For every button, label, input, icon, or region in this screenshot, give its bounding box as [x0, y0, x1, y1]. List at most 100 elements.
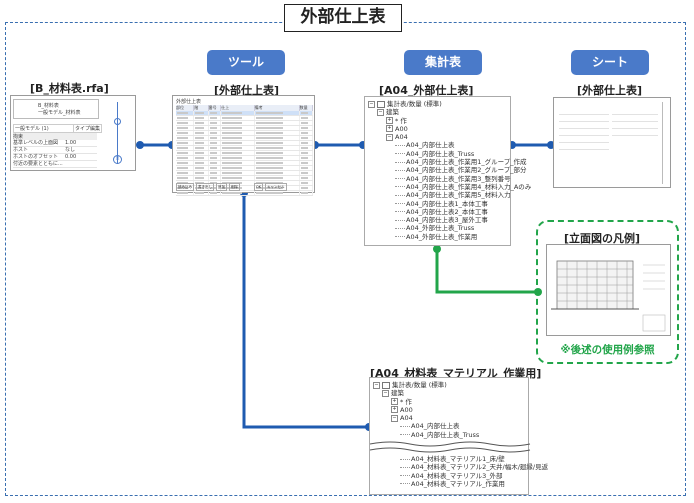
property-name: 基準レベルの上面図: [13, 140, 59, 146]
tree-item[interactable]: −A04: [373, 414, 528, 422]
tree-item[interactable]: A04_内部仕上表_作業用1_グループ_作成: [368, 158, 526, 166]
tree-connector: [395, 178, 405, 180]
property-value[interactable]: 0.00: [65, 154, 77, 160]
tree-item[interactable]: +A00: [368, 125, 510, 133]
sheet-table-left: [559, 108, 609, 168]
expand-icon[interactable]: +: [386, 125, 393, 133]
tree-item-label: A04: [395, 133, 408, 142]
tool-button[interactable]: 削除: [229, 183, 240, 191]
tool-button[interactable]: 読み込み: [176, 183, 194, 191]
tree-connector: [395, 236, 405, 238]
node-dot: [433, 245, 441, 253]
column-header[interactable]: 備考: [255, 105, 300, 111]
property-row[interactable]: 付近の要素とともに...: [13, 161, 97, 168]
type-selector[interactable]: B_材料表 一般モデル_材料表: [13, 99, 99, 119]
tree-root[interactable]: −集計表/数量 (標準): [373, 381, 528, 389]
tree-item[interactable]: A04_材料表_マテリアル_作業用: [373, 480, 528, 488]
column-header[interactable]: 番号: [209, 105, 222, 111]
column-header[interactable]: 数量: [300, 105, 314, 111]
tree-item[interactable]: A04_内部仕上表: [368, 141, 510, 149]
tree-item[interactable]: +A00: [373, 406, 528, 414]
collapse-icon[interactable]: −: [377, 108, 384, 116]
collapse-icon[interactable]: −: [373, 381, 380, 389]
tool-button[interactable]: 書き出し: [196, 183, 214, 191]
tree-item[interactable]: −建築: [368, 108, 510, 116]
collapse-icon[interactable]: −: [391, 414, 398, 422]
table-row[interactable]: [176, 141, 314, 146]
tree-item[interactable]: A04_材料表_マテリアル3_外部: [373, 472, 528, 480]
tree-item-label: A04_内部仕上表_Truss: [406, 149, 475, 158]
tool-button[interactable]: キャンセル: [265, 183, 287, 191]
tree-connector: [400, 434, 410, 436]
tree-item-label: A04_内部仕上表2_本体工事: [406, 207, 488, 216]
label-material: [A04_材料表_マテリアル_作業用]: [370, 367, 542, 380]
property-value[interactable]: 1.00: [65, 140, 77, 146]
tree-item[interactable]: A04_内部仕上表: [373, 422, 528, 430]
tree-item[interactable]: A04_内部仕上表_作業用5_材料入力: [368, 191, 511, 199]
tree-item[interactable]: A04_内部仕上表_Truss: [373, 431, 528, 439]
tree-item[interactable]: A04_内部仕上表2_本体工事: [368, 208, 510, 216]
table-row[interactable]: [176, 131, 314, 136]
tool-table-header: 部位階番号仕上備考数量: [176, 105, 314, 111]
tree-item[interactable]: A04_内部仕上表1_本体工事: [368, 200, 510, 208]
tree-item-label: 建築: [386, 108, 399, 117]
instance-dropdown[interactable]: 一般モデル (1): [13, 124, 74, 133]
table-row[interactable]: [176, 111, 314, 116]
column-header[interactable]: 階: [194, 105, 209, 111]
tree-item[interactable]: A04_内部仕上表_作業用3_整列番号: [368, 175, 511, 183]
legend-frame: [536, 220, 679, 364]
collapse-icon[interactable]: −: [368, 100, 375, 108]
property-row[interactable]: 基準レベルの上面図 1.00: [13, 140, 97, 147]
reference-point-icon: [114, 118, 121, 125]
tree-item[interactable]: A04_内部仕上表3_屋外工事: [368, 216, 510, 224]
property-row[interactable]: ホストなし: [13, 147, 97, 154]
tree-root-label: 集計表/数量 (標準): [387, 100, 442, 108]
collapse-icon[interactable]: −: [382, 389, 389, 397]
sheet-thumbnail: [553, 97, 671, 188]
table-row[interactable]: [176, 191, 314, 196]
tree-item[interactable]: −建築: [373, 389, 528, 397]
expand-icon[interactable]: +: [391, 398, 398, 406]
node-dot: [136, 141, 144, 149]
tree-item[interactable]: A04_内部仕上表_Truss: [368, 150, 510, 158]
tree-item[interactable]: +* 作: [373, 398, 528, 406]
tree-item[interactable]: A04_材料表_マテリアル1_床/壁: [373, 455, 528, 463]
tool-button[interactable]: 追加: [216, 183, 227, 191]
table-row[interactable]: [176, 161, 314, 166]
expand-icon[interactable]: +: [386, 117, 393, 125]
link-tool-material: [242, 193, 369, 429]
tree-root[interactable]: − 集計表/数量 (標準): [368, 100, 510, 108]
expand-icon[interactable]: +: [391, 406, 398, 414]
column-header[interactable]: 仕上: [221, 105, 255, 111]
table-row[interactable]: [176, 166, 314, 171]
table-row[interactable]: [176, 121, 314, 126]
table-row[interactable]: [176, 151, 314, 156]
tree-item[interactable]: A04_外部仕上表_作業用: [368, 233, 510, 241]
column-header[interactable]: 部位: [176, 105, 195, 111]
table-row[interactable]: [176, 126, 314, 131]
label-schedule: [A04_外部仕上表]: [379, 84, 474, 97]
tree-connector: [400, 466, 410, 468]
table-row[interactable]: [176, 136, 314, 141]
edit-type-button[interactable]: タイプ編集: [73, 124, 103, 133]
table-row[interactable]: [176, 176, 314, 181]
table-row[interactable]: [176, 171, 314, 176]
sheet-title-block: [662, 102, 669, 184]
property-value[interactable]: なし: [65, 147, 76, 153]
table-row[interactable]: [176, 116, 314, 121]
table-row[interactable]: [176, 146, 314, 151]
schedule-icon: [377, 100, 385, 108]
tree-item[interactable]: A04_内部仕上表_作業用4_材料入力_Aのみ: [368, 183, 531, 191]
link-schedule-legend: [435, 249, 538, 294]
tree-item[interactable]: A04_材料表_マテリアル2_天井/幅木/廻縁/見返: [373, 463, 548, 471]
tree-item[interactable]: A04_内部仕上表_作業用2_グループ_部分: [368, 166, 526, 174]
tree-item[interactable]: +* 作: [368, 117, 510, 125]
tool-button[interactable]: OK: [254, 183, 264, 191]
collapse-icon[interactable]: −: [386, 133, 393, 141]
table-row[interactable]: [176, 156, 314, 161]
tree-item[interactable]: −A04: [368, 133, 510, 141]
tree-item-label: A04_内部仕上表_Truss: [411, 430, 480, 439]
tree-item[interactable]: A04_外部仕上表_Truss: [368, 224, 510, 232]
